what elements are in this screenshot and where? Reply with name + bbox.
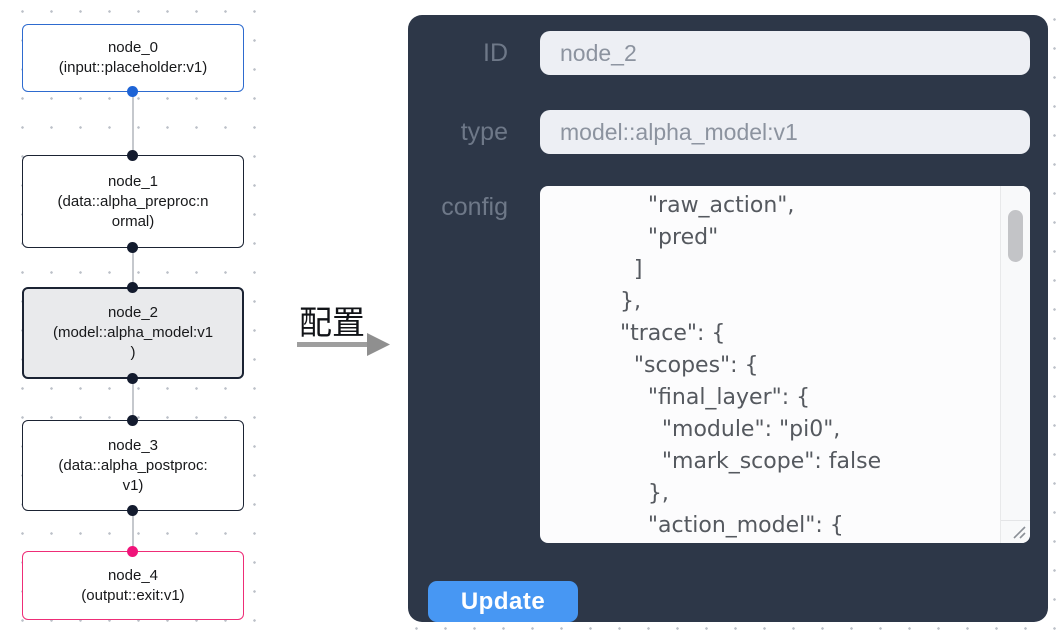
port-node2-input[interactable]	[127, 282, 138, 293]
flow-node-node_4[interactable]: node_4 (output::exit:v1)	[22, 551, 244, 620]
configure-annotation-label: 配置	[299, 304, 365, 341]
config-scrollbar-thumb[interactable]	[1008, 210, 1023, 262]
config-field-label: config	[441, 193, 508, 221]
port-node3-output[interactable]	[127, 505, 138, 516]
port-node1-input[interactable]	[127, 150, 138, 161]
port-node0-output[interactable]	[127, 86, 138, 97]
port-node3-input[interactable]	[127, 415, 138, 426]
edge-node0-node1	[132, 92, 134, 156]
port-node2-output[interactable]	[127, 373, 138, 384]
port-node4-input[interactable]	[127, 546, 138, 557]
update-button[interactable]: Update	[428, 581, 578, 622]
id-input[interactable]	[540, 31, 1030, 75]
type-field-label: type	[460, 118, 508, 146]
resize-handle-icon[interactable]	[1011, 524, 1027, 540]
flow-node-node_2-selected[interactable]: node_2 (model::alpha_model:v1 )	[22, 287, 244, 379]
id-field-label: ID	[483, 39, 508, 67]
config-scrollbar-corner	[1001, 520, 1030, 543]
edge-node2-node3	[132, 378, 134, 421]
edge-node3-node4	[132, 510, 134, 552]
right-arrow-icon	[297, 333, 390, 356]
flow-node-node_3[interactable]: node_3 (data::alpha_postproc: v1)	[22, 420, 244, 511]
edge-node1-node2	[132, 247, 134, 288]
flow-node-node_0[interactable]: node_0 (input::placeholder:v1)	[22, 24, 244, 92]
config-json-text[interactable]: "raw_action", "pred" ] }, "trace": { "sc…	[619, 193, 882, 538]
node-config-panel: ID type config "raw_action", "pred" ] },…	[408, 15, 1048, 622]
config-scrollbar-track[interactable]	[1000, 186, 1030, 543]
flow-node-node_1[interactable]: node_1 (data::alpha_preproc:n ormal)	[22, 155, 244, 248]
config-json-editor[interactable]: "raw_action", "pred" ] }, "trace": { "sc…	[540, 186, 1030, 543]
type-input[interactable]	[540, 110, 1030, 154]
port-node1-output[interactable]	[127, 242, 138, 253]
